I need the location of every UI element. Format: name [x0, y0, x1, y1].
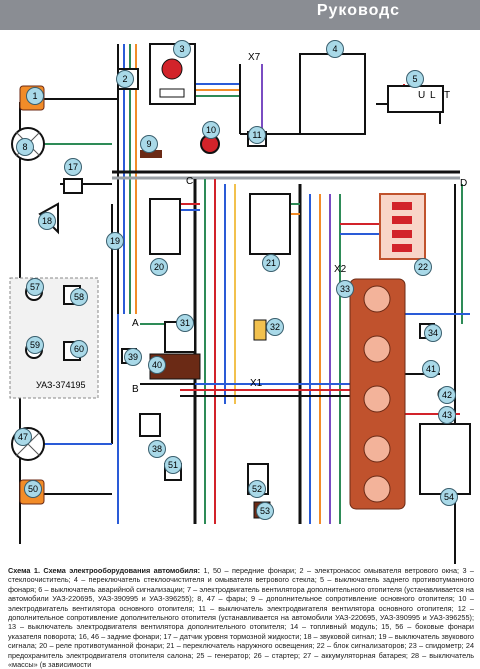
- callout-52: 52: [248, 480, 266, 498]
- callout-60: 60: [70, 340, 88, 358]
- switch5-t-label: T: [444, 90, 451, 101]
- callout-33: 33: [336, 280, 354, 298]
- caption-body: 1, 50 – передние фонари; 2 – электронасо…: [8, 566, 474, 669]
- signal-lamp-4: [392, 244, 412, 252]
- callout-18: 18: [38, 212, 56, 230]
- callout-43: 43: [438, 406, 456, 424]
- fuse-block-33: [349, 278, 406, 510]
- callout-38: 38: [148, 440, 166, 458]
- fuse-socket-1: [363, 285, 391, 313]
- callout-4: 4: [326, 40, 344, 58]
- brake-sensor-17: [63, 178, 83, 194]
- rear-fog-switch-5: [387, 85, 444, 113]
- callout-5: 5: [406, 70, 424, 88]
- switch5-l-label: L: [430, 90, 436, 101]
- fuse-32: [253, 319, 267, 341]
- fuse-socket-2: [363, 335, 391, 363]
- callout-39: 39: [124, 348, 142, 366]
- light-switch-21: [249, 193, 291, 255]
- fuse-socket-4: [363, 435, 391, 463]
- wiper-motor-3: [149, 43, 196, 105]
- signal-lamp-1: [392, 202, 412, 210]
- callout-51: 51: [164, 456, 182, 474]
- fuse-socket-3: [363, 385, 391, 413]
- callout-42: 42: [438, 386, 456, 404]
- callout-3: 3: [173, 40, 191, 58]
- node-b-label: B: [132, 384, 139, 395]
- wiper-switch-4: [299, 53, 366, 135]
- callout-21: 21: [262, 254, 280, 272]
- switch-54: [419, 423, 471, 495]
- figure-caption: Схема 1. Схема электрооборудования автом…: [8, 566, 474, 669]
- callout-31: 31: [176, 314, 194, 332]
- callout-57: 57: [26, 278, 44, 296]
- callout-20: 20: [150, 258, 168, 276]
- caption-title: Схема 1. Схема электрооборудования автом…: [8, 566, 201, 575]
- callout-17: 17: [64, 158, 82, 176]
- callout-1: 1: [26, 87, 44, 105]
- callout-11: 11: [248, 126, 266, 144]
- callout-47: 47: [14, 428, 32, 446]
- signal-lamp-2: [392, 216, 412, 224]
- callout-22: 22: [414, 258, 432, 276]
- callout-34: 34: [424, 324, 442, 342]
- callout-10: 10: [202, 121, 220, 139]
- fog-relay-20: [149, 198, 181, 255]
- connector-x1-label: X1: [250, 378, 263, 389]
- node-d-label: D: [460, 178, 468, 189]
- callout-53: 53: [256, 502, 274, 520]
- callout-59: 59: [26, 336, 44, 354]
- node-a-label: A: [132, 318, 139, 329]
- signal-block-22: [379, 193, 426, 260]
- callout-9: 9: [140, 135, 158, 153]
- callout-41: 41: [422, 360, 440, 378]
- header-title: Руководс: [316, 2, 400, 19]
- callout-58: 58: [70, 288, 88, 306]
- callout-40: 40: [148, 356, 166, 374]
- switch-38: [139, 413, 161, 437]
- callout-32: 32: [266, 318, 284, 336]
- callout-54: 54: [440, 488, 458, 506]
- fuse-socket-5: [363, 475, 391, 503]
- callout-19: 19: [106, 232, 124, 250]
- page-header-band: Руководс: [0, 0, 480, 30]
- callout-2: 2: [116, 70, 134, 88]
- callout-50: 50: [24, 480, 42, 498]
- connector-x7-label: X7: [248, 52, 261, 63]
- callout-8: 8: [16, 138, 34, 156]
- connector-x2-label: X2: [334, 264, 347, 275]
- signal-lamp-3: [392, 230, 412, 238]
- switch5-u-label: U: [418, 90, 426, 101]
- heater-resistor-9: [140, 150, 162, 158]
- uaz-model-label: УАЗ-374195: [36, 380, 86, 390]
- node-c-label: C: [186, 176, 194, 187]
